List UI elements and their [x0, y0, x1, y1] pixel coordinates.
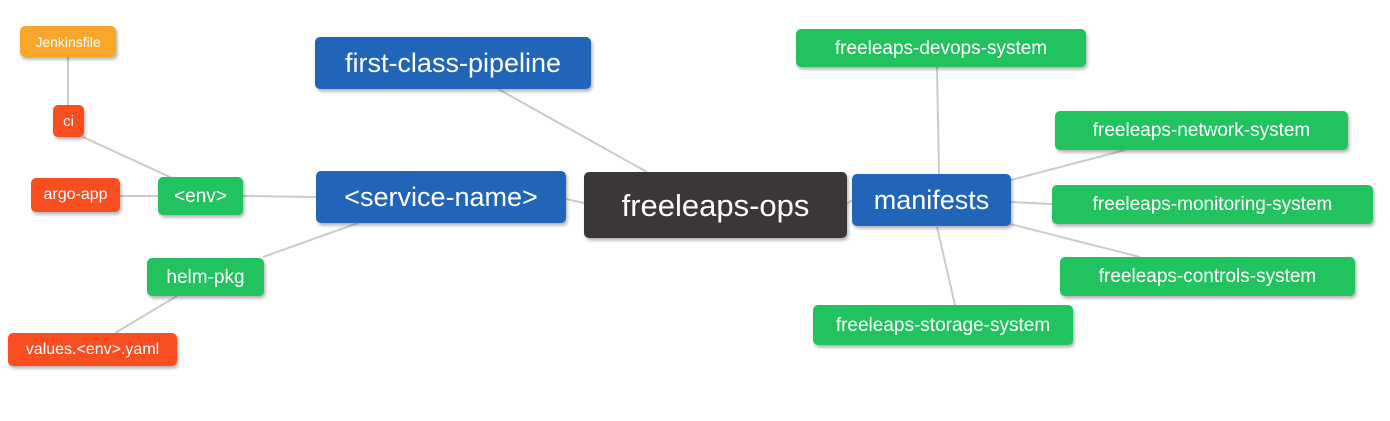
node-freeleaps-network-system[interactable]: freeleaps-network-system — [1055, 111, 1348, 150]
node-values-env-yaml[interactable]: values.<env>.yaml — [8, 333, 177, 366]
edge-ci-to-env — [82, 136, 173, 179]
edge-first-class-pipeline-to-freeleaps-ops — [497, 88, 648, 173]
node-freeleaps-devops-system[interactable]: freeleaps-devops-system — [796, 29, 1086, 67]
node-ci[interactable]: ci — [53, 105, 84, 137]
edge-manifests-to-freeleaps-controls-system — [1009, 223, 1141, 258]
node-manifests[interactable]: manifests — [852, 174, 1011, 226]
edge-service-name-to-helm-pkg — [262, 222, 359, 258]
edge-env-to-service-name — [242, 195, 317, 198]
node-helm-pkg[interactable]: helm-pkg — [147, 258, 264, 296]
node-first-class-pipeline[interactable]: first-class-pipeline — [315, 37, 591, 89]
node-env[interactable]: <env> — [158, 177, 243, 215]
node-argo-app[interactable]: argo-app — [31, 178, 120, 212]
edge-manifests-to-freeleaps-devops-system — [936, 66, 940, 175]
node-freeleaps-controls-system[interactable]: freeleaps-controls-system — [1060, 257, 1355, 296]
node-service-name[interactable]: <service-name> — [316, 171, 566, 223]
node-freeleaps-storage-system[interactable]: freeleaps-storage-system — [813, 305, 1073, 345]
edge-manifests-to-freeleaps-monitoring-system — [1010, 201, 1053, 205]
node-freeleaps-monitoring-system[interactable]: freeleaps-monitoring-system — [1052, 185, 1373, 224]
node-jenkinsfile[interactable]: Jenkinsfile — [20, 26, 116, 57]
edge-service-name-to-freeleaps-ops — [565, 198, 585, 204]
edge-manifests-to-freeleaps-network-system — [1010, 149, 1126, 181]
edge-helm-pkg-to-values-env-yaml — [114, 295, 178, 334]
node-freeleaps-ops[interactable]: freeleaps-ops — [584, 172, 847, 238]
edge-manifests-to-freeleaps-storage-system — [936, 226, 956, 306]
